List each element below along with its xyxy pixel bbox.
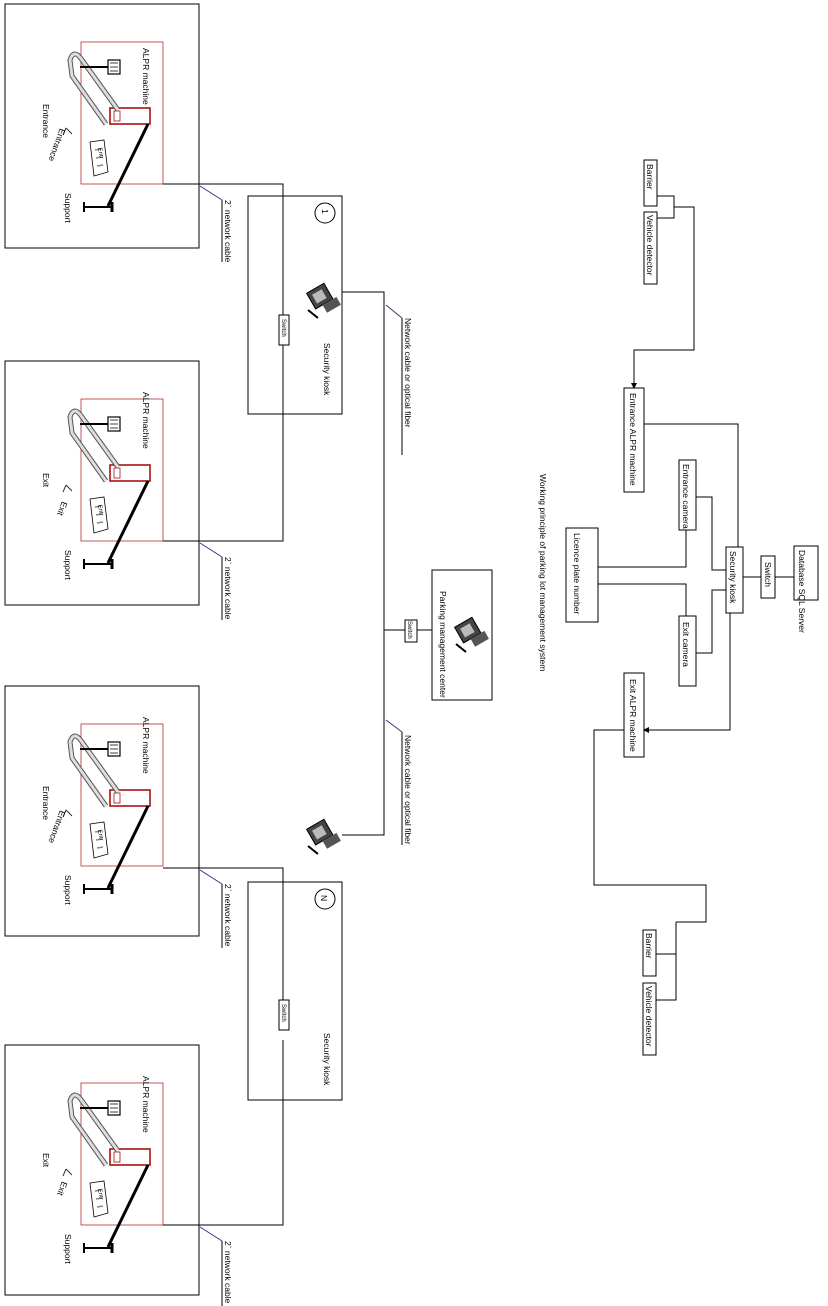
alpr-machine-label: ALPR machine: [141, 48, 151, 105]
computer-icon: [453, 616, 490, 653]
database-label: Database SQL Server: [797, 550, 807, 633]
kiosk-number: N: [319, 895, 329, 901]
computer-icon: [305, 282, 342, 319]
switch-label: Switch: [280, 319, 286, 337]
alpr-gate-icon: [63, 1095, 150, 1253]
backbone-network: Network cable or optical fiber Network c…: [342, 291, 432, 845]
barrier-label: Barrier: [645, 164, 655, 190]
network-cable-label: 2` network cable: [223, 200, 233, 263]
parking-management-center: Switch Parking management center: [404, 569, 493, 701]
security-kiosk-label: Security kiosk: [322, 1033, 332, 1086]
vehicle-detector-label: Vehicle detector: [645, 215, 655, 276]
sign-text: Entr: [96, 504, 104, 516]
exit-label: Exit: [41, 473, 51, 488]
gate-network-cables: 2` network cable 2` network cable 2` net…: [163, 183, 284, 1306]
support-label: Support: [63, 875, 73, 905]
alpr-machine-label: ALPR machine: [141, 1076, 151, 1133]
entrance-label: Entrance: [41, 104, 51, 138]
licence-plate-label: Licence plate number: [572, 533, 582, 614]
working-principle-diagram: Working principle of parking lot managem…: [538, 159, 819, 1056]
security-kiosk-label: Security kiosk: [322, 343, 332, 396]
gate-panel-exit-1: ALPR machine Exit Exit Entr Support: [4, 360, 200, 606]
sign-text: Entr: [96, 147, 104, 159]
gate-panel-entrance-2: ALPR machine Entrance Entrance Entr Supp…: [4, 685, 200, 937]
sign-text: Entr: [96, 1188, 104, 1200]
principle-security-kiosk-label: Security kiosk: [728, 551, 738, 604]
principle-title: Working principle of parking lot managem…: [538, 474, 548, 671]
network-cable-label: 2` network cable: [223, 1241, 233, 1304]
network-cable-label: 2` network cable: [223, 557, 233, 620]
exit-label: Exit: [41, 1153, 51, 1168]
sign-text: Entr: [96, 829, 104, 841]
security-kiosk-1: 1 Switch Security kiosk: [247, 195, 343, 415]
entrance-alpr-label: Entrance ALPR machine: [628, 393, 638, 486]
computer-icon: [305, 818, 342, 855]
barrier-label: Barrier: [644, 933, 654, 959]
exit-arrow-label: Exit: [55, 500, 69, 517]
vehicle-detector-label: Vehicle detector: [644, 986, 654, 1047]
gate-panel-exit-2: ALPR machine Exit Exit Entr Support: [4, 1044, 200, 1296]
alpr-gate-icon: [63, 54, 150, 212]
switch-label: Switch: [406, 621, 412, 639]
kiosk-number: 1: [320, 209, 330, 214]
exit-alpr-label: Exit ALPR machine: [628, 679, 638, 752]
exit-camera-label: Exit camera: [681, 622, 691, 667]
support-label: Support: [63, 1234, 73, 1264]
principle-switch-label: Switch: [763, 562, 773, 587]
alpr-machine-label: ALPR machine: [141, 717, 151, 774]
support-label: Support: [63, 193, 73, 223]
alpr-gate-icon: [63, 736, 150, 894]
network-cable-label: 2` network cable: [223, 884, 233, 947]
alpr-gate-icon: [63, 411, 150, 569]
entrance-label: Entrance: [41, 786, 51, 820]
fiber-label: Network cable or optical fiber: [403, 318, 413, 428]
management-center-label: Parking management center: [438, 591, 448, 698]
alpr-machine-label: ALPR machine: [141, 392, 151, 449]
fiber-label: Network cable or optical fiber: [403, 735, 413, 845]
gate-panel-entrance-1: ALPR machine Entrance Entrance Entr Supp…: [4, 3, 200, 249]
support-label: Support: [63, 550, 73, 580]
security-kiosk-n: N Switch Security kiosk: [247, 818, 343, 1101]
exit-arrow-label: Exit: [55, 1180, 69, 1197]
switch-label: Switch: [280, 1004, 286, 1022]
entrance-camera-label: Entrance camera: [681, 464, 691, 529]
